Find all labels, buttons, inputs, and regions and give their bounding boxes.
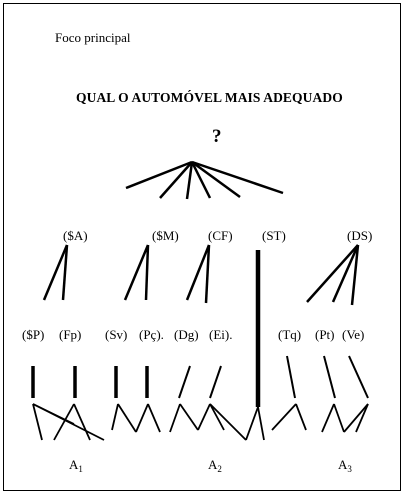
subcriterion-fp: (Fp) — [59, 327, 82, 342]
criterion-cf: (CF) — [208, 228, 233, 243]
subcriterion-slants — [178, 355, 369, 399]
alternative-a3: A3 — [338, 457, 352, 474]
criterion-a: ($A) — [63, 228, 88, 243]
criterion-m: ($M) — [152, 228, 179, 243]
goal-question-mark: ? — [212, 126, 222, 147]
focus-label: Foco principal — [55, 30, 131, 45]
subcriterion-ve: (Ve) — [342, 327, 365, 342]
subcriterion-pt: (Pt) — [315, 327, 335, 342]
goal-branches — [125, 160, 284, 200]
diagram-frame — [3, 3, 401, 491]
subcriterion-dg: (Dg) — [174, 327, 199, 342]
alternative-links — [32, 403, 369, 441]
subcriterion-sv: (Sv) — [105, 327, 128, 342]
criterion-ds: (DS) — [347, 228, 373, 243]
criterion-st: (ST) — [262, 228, 286, 243]
subcriterion-pc: (Pç). — [139, 327, 164, 342]
subcriterion-ei: (Ei). — [209, 327, 233, 342]
goal-title: QUAL O AUTOMÓVEL MAIS ADEQUADO — [76, 90, 343, 105]
subcriterion-p: ($P) — [22, 327, 45, 342]
subcriterion-tq: (Tq) — [278, 327, 302, 342]
subcriterion-bars — [31, 366, 149, 398]
alternative-a2: A2 — [208, 457, 222, 474]
criterion-branches — [42, 244, 360, 306]
alternative-a1: A1 — [69, 457, 83, 474]
